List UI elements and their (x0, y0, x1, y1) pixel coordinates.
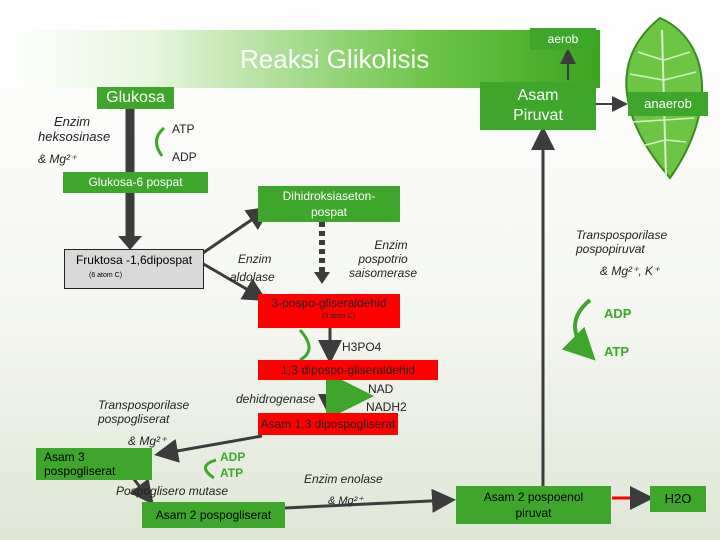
label-enzim-isomerase: Enzim pospotrio saisomerase (348, 238, 418, 280)
arrow-atp-adp-1 (155, 126, 166, 157)
label-atp-1: ATP (172, 122, 195, 136)
node-fruktosa: Fruktosa -1,6dipospat (6 atom C) (64, 249, 204, 289)
label-enolase-mg: & Mg²⁺ (328, 495, 364, 507)
label-transposporilase-pospopiruvat: Transposporilase pospopiruvat (576, 228, 668, 256)
arrow-asam2-pep (284, 488, 456, 513)
node-anaerob: anaerob (628, 92, 708, 116)
title-band (0, 30, 600, 88)
label-mg-k: & Mg²⁺, K⁺ (600, 264, 660, 278)
label-mg-1: & Mg²⁺ (38, 152, 77, 166)
arrow-fruktosa-gliseraldehid (199, 260, 268, 302)
label-atp-3: ATP (604, 344, 630, 359)
node-glukosa-6-pospat: Glukosa-6 pospat (63, 172, 208, 193)
label-pospoglisero-mutase: Pospoglisero mutase (116, 484, 229, 498)
label-enzim-aldolase: Enzim aldolase (230, 252, 275, 284)
node-3-pospo-gliseraldehid: 3-pospo-gliseraldehid (3 atom C) (258, 294, 400, 328)
label-h3po4: H3PO4 (342, 340, 382, 354)
page-title: Reaksi Glikolisis (240, 44, 430, 74)
arrow-asam13-asam3 (154, 434, 263, 463)
label-transposporilase-pospogliserat: Transposporilase pospogliserat (98, 398, 190, 426)
label-adp-3: ADP (604, 306, 632, 321)
label-mg-2: & Mg²⁺ (128, 434, 167, 448)
node-aerob: aerob (530, 28, 596, 50)
node-asam-3-pospogliserat: Asam 3 pospogliserat (36, 448, 152, 480)
node-asam-piruvat: Asam Piruvat (480, 82, 596, 130)
label-dehidrogenase: dehidrogenase (236, 392, 316, 406)
label-adp-1: ADP (172, 150, 197, 164)
node-glukosa: Glukosa (97, 87, 174, 109)
label-nadh2: NADH2 (366, 400, 407, 414)
arrow-fruktosa-dihidro (199, 206, 271, 257)
node-asam-2-pospoenol-piruvat: Asam 2 pospoenol piruvat (456, 486, 611, 524)
label-enzim-heksosinase: Enzim heksosinase (38, 114, 111, 144)
label-adp-2: ADP (220, 450, 246, 464)
node-asam-13-dipospogliserat: Asam 1,3 dipospogliserat (258, 413, 398, 435)
node-13-dipospo-gliseraldehid: 1,3-dipospo-gliseraldehid (258, 360, 438, 380)
node-h2o: H2O (650, 486, 706, 512)
label-atp-2: ATP (220, 466, 244, 480)
node-dihidroksiaseton: Dihidroksiaseton- pospat (258, 186, 400, 222)
label-enzim-enolase: Enzim enolase (304, 472, 383, 486)
node-asam-2-pospogliserat: Asam 2 pospogliserat (142, 502, 285, 528)
arrow-g6p-fruktosa-head (118, 236, 142, 250)
label-nad: NAD (368, 382, 394, 396)
